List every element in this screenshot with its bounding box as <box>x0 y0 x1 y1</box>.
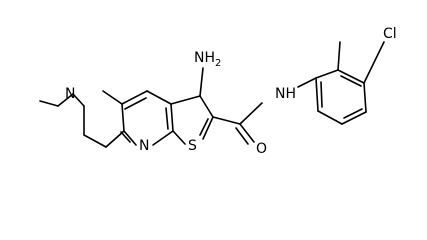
bond <box>315 77 319 112</box>
bond <box>72 93 85 107</box>
bond <box>341 111 367 125</box>
bond <box>337 41 341 71</box>
ring-nitrogen-label: N <box>65 86 75 102</box>
carbonyl-oxygen-label: O <box>256 141 267 157</box>
bond <box>170 103 174 132</box>
bond <box>121 103 125 132</box>
bond <box>340 75 362 87</box>
bonds <box>39 41 385 148</box>
bond <box>83 134 107 148</box>
bond <box>105 130 125 148</box>
amide-nh-label: NH <box>275 86 296 102</box>
chlorine-label: Cl <box>383 26 397 42</box>
sulfur-label: S <box>188 138 197 154</box>
bond <box>317 110 343 125</box>
bond <box>170 95 201 105</box>
bond <box>165 107 169 130</box>
pyridine-nitrogen-label: N <box>139 138 149 154</box>
bond <box>123 130 137 146</box>
bond <box>146 90 172 105</box>
bond <box>57 93 74 107</box>
chemical-structure: NH2 N N S NH O Cl <box>39 26 397 157</box>
bond <box>235 127 249 145</box>
structure-canvas: NH2 N N S NH O Cl <box>39 26 397 157</box>
bond <box>320 81 323 108</box>
bond <box>152 130 174 146</box>
atom-labels: NH2 N N S NH O Cl <box>65 26 397 157</box>
bond <box>343 108 363 119</box>
bond <box>315 69 339 79</box>
bond <box>363 41 385 84</box>
bond <box>363 82 367 113</box>
bond <box>124 97 147 110</box>
bond <box>199 118 209 136</box>
bond <box>172 130 186 145</box>
bond <box>199 67 204 97</box>
amine-label: NH2 <box>194 50 221 69</box>
bond <box>239 102 263 125</box>
bond <box>212 116 241 125</box>
bond <box>337 69 365 84</box>
bond <box>102 90 123 105</box>
bond <box>120 131 131 143</box>
bond <box>39 100 59 107</box>
bond <box>121 90 148 105</box>
bond <box>297 77 317 88</box>
bond <box>199 95 214 118</box>
bond <box>239 123 255 143</box>
bond <box>202 116 214 140</box>
